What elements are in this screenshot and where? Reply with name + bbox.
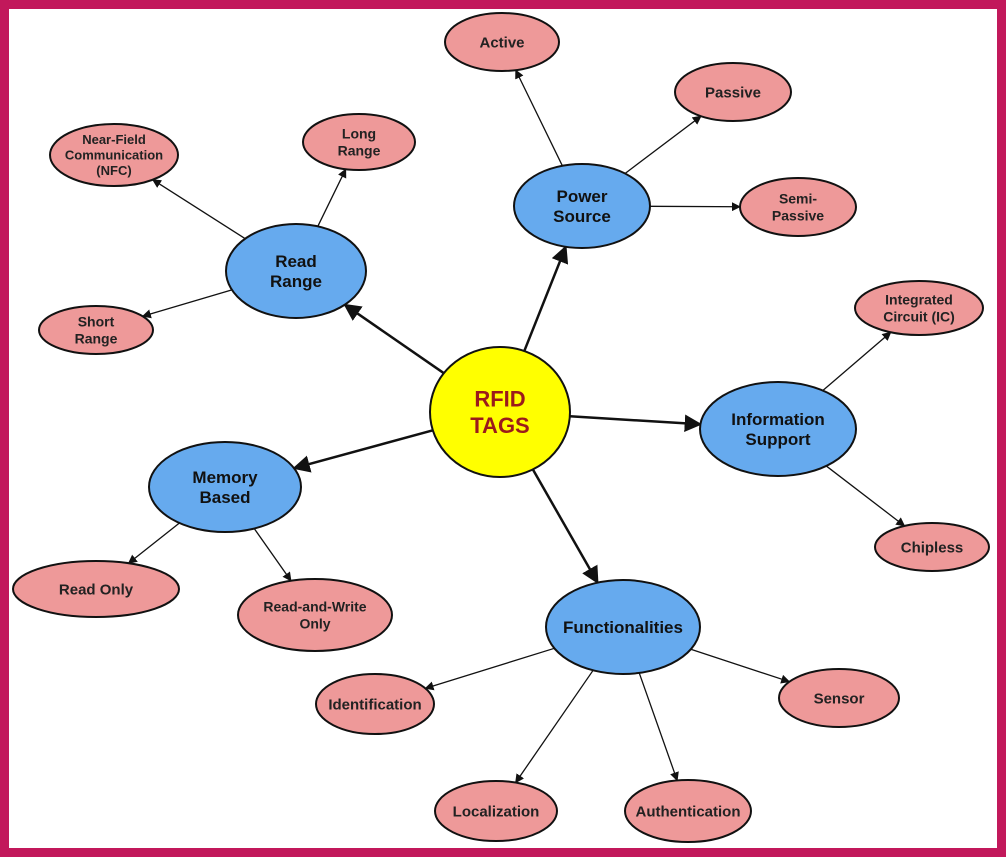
leaf-node-rw-label: Read-and-Write [263, 599, 366, 615]
leaf-node-readonly-shape [12, 560, 180, 618]
root-node-rfid-tags-shape [429, 346, 571, 478]
category-node-read-label: Read [275, 252, 317, 271]
category-node-read-shape [225, 223, 367, 319]
leaf-node-nfc-shape [49, 123, 179, 187]
category-node-memory-shape [148, 441, 302, 533]
category-node-func: Functionalities [545, 579, 701, 675]
leaf-node-long-label: Long [342, 126, 376, 142]
edge-info-ic [822, 331, 892, 392]
leaf-node-chipless-shape [874, 522, 990, 572]
edge-power-active [515, 69, 563, 167]
leaf-node-short-label: Short [78, 314, 115, 330]
category-node-func-shape [545, 579, 701, 675]
edge-root-info [569, 414, 703, 433]
leaf-node-semi-label: Semi- [779, 191, 817, 207]
leaf-node-nfc-label: Communication [65, 148, 163, 163]
edge-func-sensor [690, 648, 791, 684]
category-node-memory-label: Based [199, 488, 250, 507]
leaf-node-readonly-label: Read Only [59, 581, 134, 598]
category-node-func-label: Functionalities [563, 618, 683, 637]
leaf-node-auth-shape [624, 779, 752, 843]
category-node-read-label: Range [270, 272, 322, 291]
leaf-node-ident: Identification [315, 673, 435, 735]
category-node-info-label: Information [731, 410, 825, 429]
edge-power-passive [624, 115, 702, 175]
leaf-node-semi: Semi-Passive [739, 177, 857, 237]
leaf-node-readonly: Read Only [12, 560, 180, 618]
leaf-node-auth: Authentication [624, 779, 752, 843]
leaf-node-ic-label: Circuit (IC) [883, 308, 955, 324]
leaf-node-ident-shape [315, 673, 435, 735]
leaf-node-semi-label: Passive [772, 207, 824, 223]
leaf-node-semi-shape [739, 177, 857, 237]
leaf-node-rw-shape [237, 578, 393, 652]
leaf-node-chipless-label: Chipless [901, 539, 964, 556]
leaf-node-long-label: Range [338, 142, 381, 158]
category-node-power-shape [513, 163, 651, 249]
leaf-node-active: Active [444, 12, 560, 72]
edge-func-local [515, 669, 594, 784]
edge-read-short [141, 289, 233, 319]
edge-func-ident [424, 647, 555, 691]
leaf-node-short-shape [38, 305, 154, 355]
leaf-node-chipless: Chipless [874, 522, 990, 572]
edge-memory-readonly [127, 522, 180, 564]
edge-info-chipless [825, 465, 906, 527]
leaf-node-local-shape [434, 780, 558, 842]
leaf-node-passive-label: Passive [705, 84, 761, 101]
edge-func-auth [638, 672, 679, 782]
leaf-node-active-shape [444, 12, 560, 72]
edge-root-power [523, 245, 569, 352]
leaf-node-sensor-label: Sensor [814, 690, 865, 707]
leaf-node-rw-label: Only [299, 615, 330, 631]
category-node-power-label: Source [553, 207, 611, 226]
root-node-rfid-tags-label: TAGS [470, 413, 529, 438]
leaf-node-ident-label: Identification [328, 696, 421, 713]
leaf-node-long-shape [302, 113, 416, 171]
edge-root-memory [292, 429, 434, 473]
leaf-node-sensor: Sensor [778, 668, 900, 728]
category-node-info-shape [699, 381, 857, 477]
category-node-info-label: Support [745, 430, 810, 449]
edge-read-long [317, 168, 347, 227]
leaf-node-ic-label: Integrated [885, 292, 953, 308]
leaf-node-auth-label: Authentication [636, 803, 741, 820]
leaf-node-ic-shape [854, 280, 984, 336]
leaf-node-passive: Passive [674, 62, 792, 122]
leaf-node-active-label: Active [479, 34, 524, 51]
leaf-node-nfc-label: (NFC) [96, 163, 131, 178]
edge-read-nfc [151, 179, 246, 240]
leaf-node-nfc-label: Near-Field [82, 132, 146, 147]
leaf-node-local: Localization [434, 780, 558, 842]
edge-memory-rw [253, 528, 292, 582]
leaf-node-local-label: Localization [453, 803, 540, 820]
leaf-node-sensor-shape [778, 668, 900, 728]
leaf-node-passive-shape [674, 62, 792, 122]
edge-root-func [531, 468, 599, 585]
edge-root-read [343, 303, 445, 375]
category-node-power-label: Power [556, 187, 607, 206]
leaf-node-short-label: Range [75, 330, 118, 346]
category-node-memory-label: Memory [192, 468, 258, 487]
root-node-rfid-tags-label: RFID [474, 387, 525, 412]
